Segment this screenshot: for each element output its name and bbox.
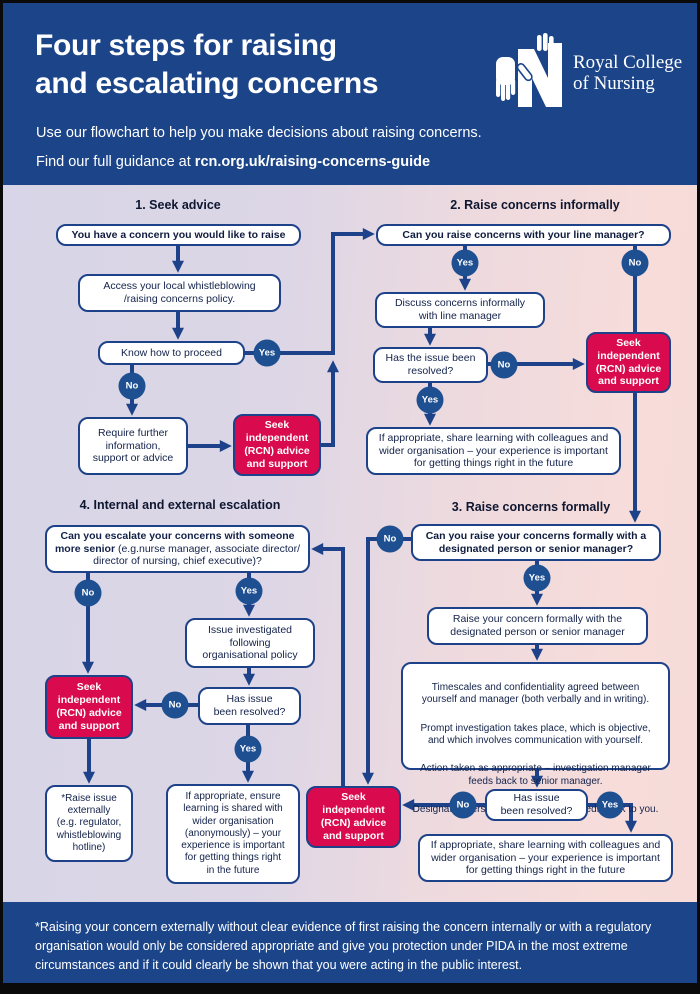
formal-detail-timescales: Timescales and confidentiality agreed be… [421, 682, 650, 706]
formal-detail-investigation: Prompt investigation takes place, which … [420, 722, 651, 746]
intro-line-2-prefix: Find our full guidance at [36, 154, 195, 170]
rcn-hands-icon [496, 33, 562, 107]
section-4-title: 4. Internal and external escalation [79, 498, 281, 512]
no-badge-resolved-escalation: No [161, 691, 189, 719]
flow-box-issue-resolved-escalation: Has issue been resolved? [198, 687, 301, 725]
title-line-2: and escalating concerns [35, 67, 379, 100]
guide-url: rcn.org.uk/raising-concerns-guide [194, 154, 431, 170]
yes-badge-line-manager: Yes [451, 249, 479, 277]
escalate-question-bold: Can you escalate your concerns with some… [54, 529, 295, 555]
no-badge-escalate: No [74, 579, 102, 607]
yes-badge-raise-formally: Yes [523, 564, 551, 592]
yes-badge-resolved-escalation: Yes [234, 735, 262, 763]
rcn-logo-text: Royal College of Nursing [573, 52, 682, 95]
flow-box-raise-formally-action: Raise your concern formally with the des… [427, 607, 648, 645]
flow-box-escalate-question: Can you escalate your concerns with some… [45, 525, 310, 573]
escalate-question-rest: (e.g.nurse manager, associate director/ … [93, 542, 301, 568]
flow-box-ensure-learning-shared: If appropriate, ensure learning is share… [166, 784, 300, 884]
flowchart: 1. Seek advice 2. Raise concerns informa… [3, 185, 697, 902]
yes-badge-resolved-formal: Yes [596, 791, 624, 819]
title-line-1: Four steps for raising [35, 29, 337, 62]
header: Four steps for raising and escalating co… [3, 3, 697, 185]
flow-box-have-concern: You have a concern you would like to rai… [56, 224, 301, 246]
flow-box-share-learning-formal: If appropriate, share learning with coll… [418, 834, 673, 882]
yes-badge-resolved-informal: Yes [416, 386, 444, 414]
intro-text: Use our flowchart to help you make decis… [36, 119, 482, 177]
flow-box-access-policy: Access your local whistleblowing /raisin… [78, 274, 281, 312]
flow-box-issue-resolved-formal: Has issue been resolved? [485, 789, 588, 821]
logo-text-line-2: of Nursing [573, 73, 655, 94]
intro-line-1: Use our flowchart to help you make decis… [36, 125, 482, 141]
flow-box-raise-formally-question: Can you raise your concerns formally wit… [411, 524, 661, 561]
no-badge-raise-formally: No [376, 525, 404, 553]
no-badge-resolved-formal: No [449, 791, 477, 819]
no-badge-line-manager: No [621, 249, 649, 277]
flow-box-know-how-to-proceed: Know how to proceed [98, 341, 245, 365]
section-2-title: 2. Raise concerns informally [450, 198, 620, 212]
section-1-title: 1. Seek advice [135, 198, 221, 212]
formal-detail-action: Action taken as appropriate – investigat… [420, 763, 651, 787]
flow-box-share-learning-informal: If appropriate, share learning with coll… [366, 427, 621, 475]
flow-box-issue-investigated: Issue investigated following organisatio… [185, 618, 315, 668]
flow-box-issue-resolved-informal: Has the issue been resolved? [373, 347, 488, 383]
flow-box-formal-process-details: Timescales and confidentiality agreed be… [401, 662, 670, 815]
intro-line-2: Find our full guidance at rcn.org.uk/rai… [36, 148, 482, 177]
flow-box-raise-with-line-manager: Can you raise concerns with your line ma… [376, 224, 671, 246]
seek-rcn-advice-box-4: Seek independent (RCN) advice and suppor… [45, 675, 133, 739]
escalate-question-text: Can you escalate your concerns with some… [53, 530, 302, 569]
flow-box-raise-externally: *Raise issue externally (e.g. regulator,… [45, 785, 133, 862]
yes-badge-know-how: Yes [253, 339, 281, 367]
seek-rcn-advice-box-3: Seek independent (RCN) advice and suppor… [306, 786, 401, 848]
yes-badge-escalate: Yes [235, 577, 263, 605]
seek-rcn-advice-box-2: Seek independent (RCN) advice and suppor… [586, 332, 671, 393]
flow-box-discuss-informally: Discuss concerns informally with line ma… [375, 292, 545, 328]
seek-rcn-advice-box-1: Seek independent (RCN) advice and suppor… [233, 414, 321, 476]
page-title: Four steps for raising and escalating co… [35, 27, 379, 103]
no-badge-know-how: No [118, 372, 146, 400]
section-3-title: 3. Raise concerns formally [451, 500, 611, 514]
no-badge-resolved-informal: No [490, 351, 518, 379]
pida-footnote: *Raising your concern externally without… [35, 920, 652, 972]
rcn-logo: Royal College of Nursing [495, 33, 682, 113]
logo-text-line-1: Royal College [573, 51, 683, 73]
flow-box-require-further-info: Require further information, support or … [78, 417, 188, 475]
footer: *Raising your concern externally without… [3, 902, 697, 983]
